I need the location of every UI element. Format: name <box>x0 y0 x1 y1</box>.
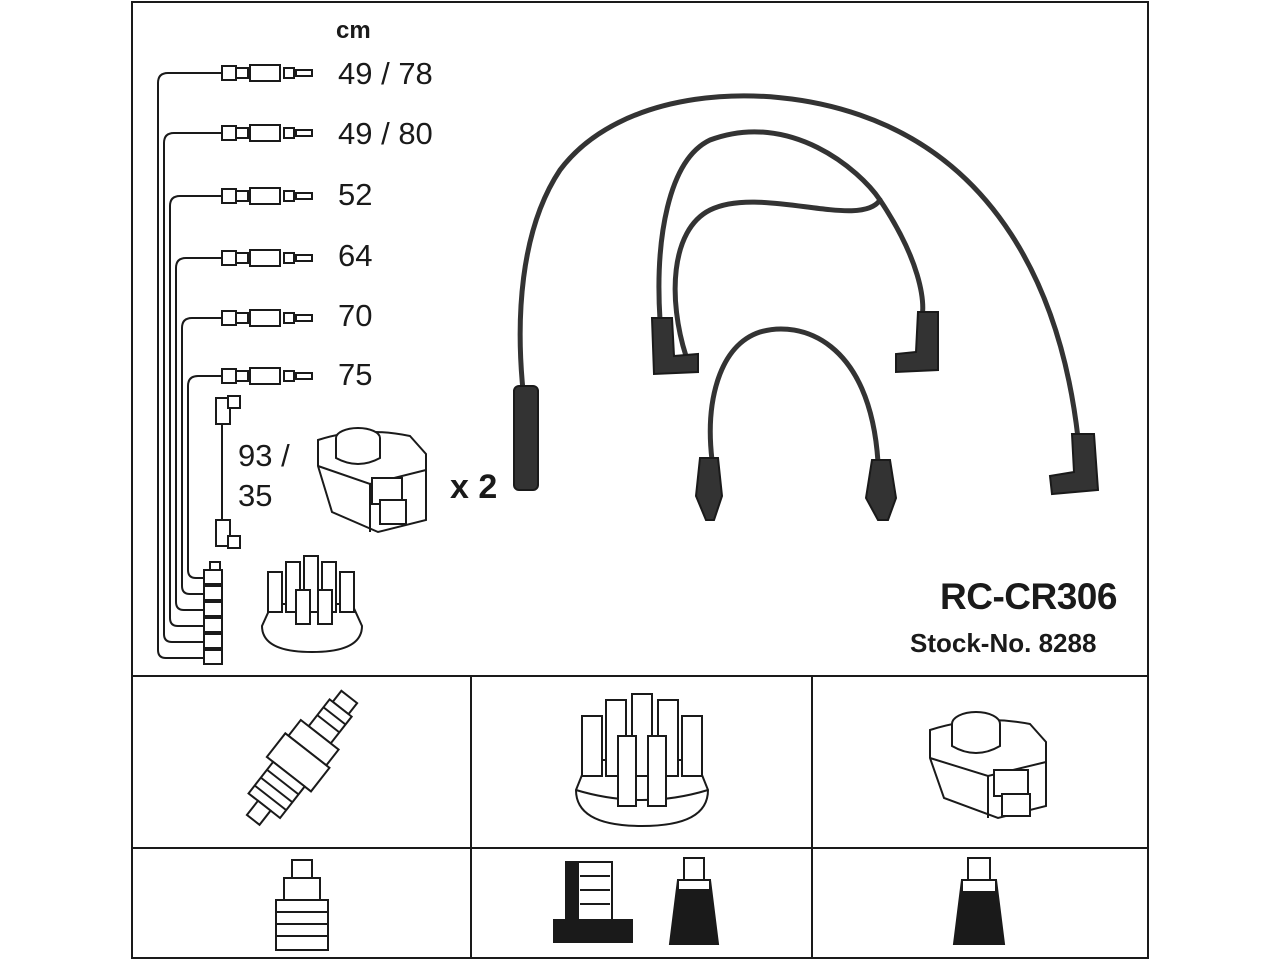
cable-length-4: 64 <box>338 238 373 273</box>
terminal-plug-type <box>275 859 329 951</box>
cable-length-3: 52 <box>338 177 373 212</box>
distributor-cap-small <box>260 555 364 654</box>
cable-length-1: 49 / 78 <box>338 56 433 91</box>
cable-length-2: 49 / 80 <box>338 116 433 151</box>
connector-row <box>221 187 313 205</box>
connector-row <box>221 249 313 267</box>
coil-cable-length-2: 35 <box>238 478 273 513</box>
ignition-coil <box>929 711 1047 820</box>
diagram-grid <box>131 1 1149 959</box>
connector-row <box>221 367 313 385</box>
terminal-coil-type <box>952 857 1006 945</box>
ignition-coil-small <box>317 427 427 534</box>
spark-plug <box>245 689 359 827</box>
model-number: RC-CR306 <box>940 576 1117 617</box>
connector-row <box>221 64 313 82</box>
cable-bundle <box>157 72 222 659</box>
cable-connectors <box>203 64 313 665</box>
distributor-cap <box>574 693 710 828</box>
spark-plug-cables <box>517 93 1081 465</box>
terminal-distributor-type <box>553 857 720 945</box>
coil-quantity: x 2 <box>450 468 498 506</box>
stock-number: Stock-No. 8288 <box>910 628 1097 658</box>
connector-row <box>221 124 313 142</box>
cable-length-6: 75 <box>338 357 373 392</box>
coil-cable <box>215 395 241 549</box>
connector-row <box>221 309 313 327</box>
unit-label: cm <box>336 17 371 44</box>
coil-cable-length-1: 93 / <box>238 438 290 473</box>
cable-length-5: 70 <box>338 298 373 333</box>
cable-boots <box>513 311 1100 521</box>
